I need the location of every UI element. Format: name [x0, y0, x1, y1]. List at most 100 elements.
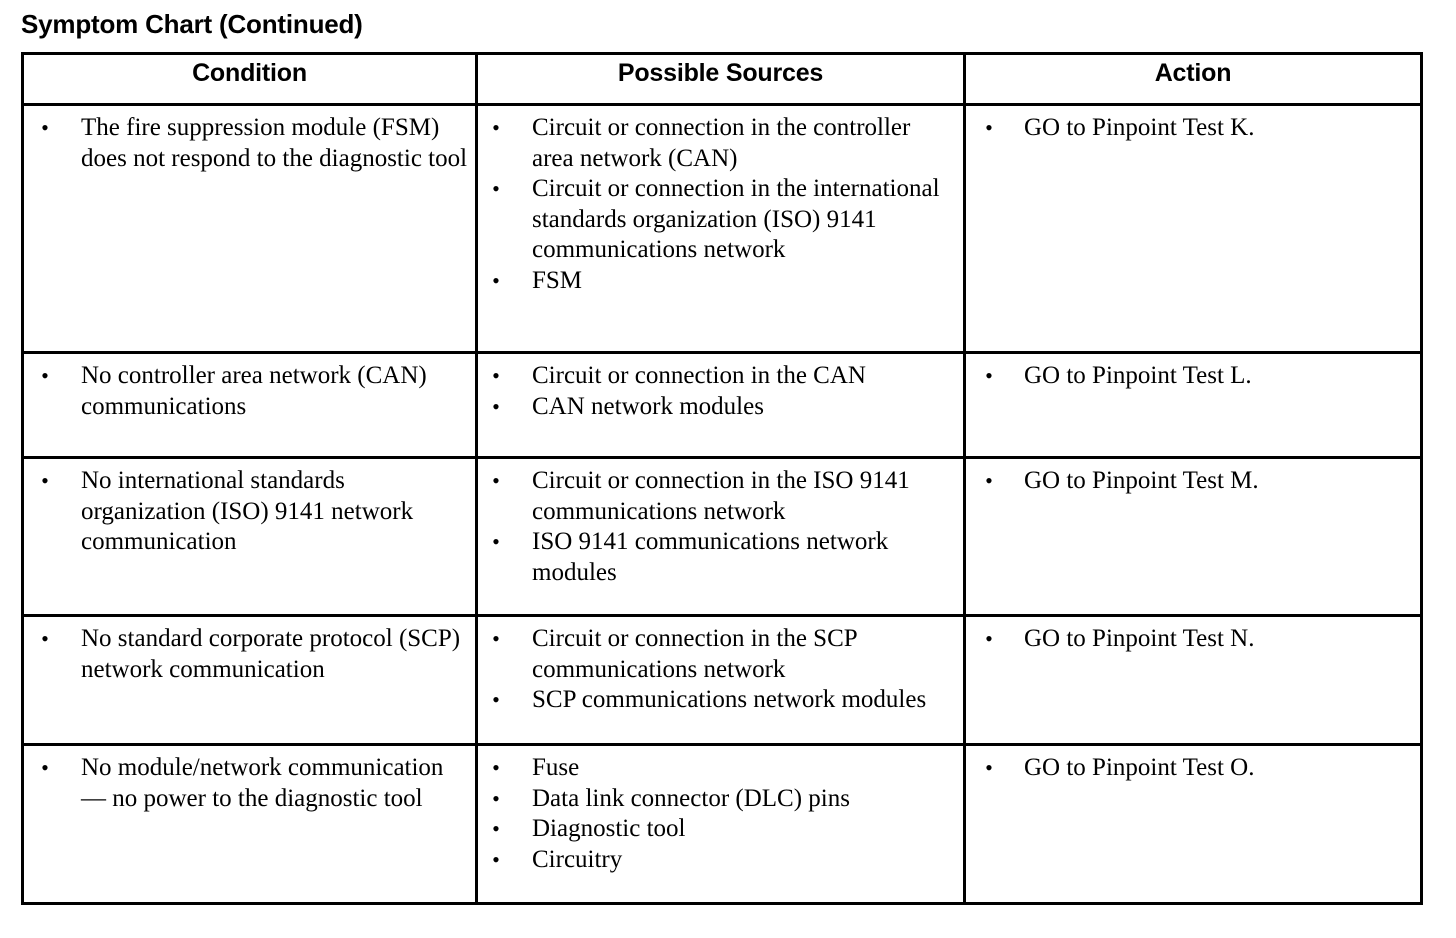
table-header: Condition Possible Sources Action	[21, 52, 1423, 106]
list-item: • GO to Pinpoint Test M.	[966, 466, 1414, 497]
cell-possible-sources: •Fuse•Data link connector (DLC) pins•Dia…	[475, 743, 966, 905]
list-item: • Diagnostic tool	[478, 814, 957, 845]
list-item: • Circuitry	[478, 845, 957, 876]
bullet-icon: •	[492, 393, 500, 419]
bullet-icon: •	[492, 468, 500, 493]
action-list: •GO to Pinpoint Test K.	[966, 106, 1420, 154]
list-item-text: FSM	[532, 266, 583, 294]
list-item-text: GO to Pinpoint Test N.	[1024, 625, 1255, 652]
bullet-icon: •	[41, 115, 49, 140]
bullet-icon: •	[985, 626, 993, 651]
list-item-text: No international standards organization …	[81, 467, 414, 555]
list-item: • Circuit or connection in the ISO 9141 c…	[478, 466, 957, 527]
table-row: • No module/network communication — no po…	[21, 743, 1423, 905]
cell-possible-sources: • Circuit or connection in the ISO 9141 c…	[475, 456, 966, 617]
possible-sources-list: • Circuit or connection in the SCP commun…	[478, 617, 963, 726]
list-item: • Circuit or connection in the SCP commun…	[478, 624, 957, 685]
list-item-text: GO to Pinpoint Test O.	[1024, 754, 1255, 781]
list-item-text: Data link connector (DLC) pins	[532, 784, 850, 812]
list-item: •GO to Pinpoint Test K.	[966, 113, 1414, 144]
list-item-text: Circuitry	[532, 845, 623, 873]
cell-condition: • No international standards organization…	[21, 456, 478, 617]
list-item-text: ISO 9141 communications network modules	[532, 528, 889, 586]
cell-condition: • No controller area network (CAN) commun…	[21, 351, 478, 459]
list-item: • GO to Pinpoint Test L.	[966, 361, 1414, 392]
bullet-icon: •	[985, 115, 993, 140]
possible-sources-list: • Circuit or connection in the controller…	[478, 106, 963, 306]
table-body: • The fire suppression module (FSM) does …	[21, 103, 1423, 905]
action-list: • GO to Pinpoint Test M.	[966, 459, 1420, 507]
list-item-text: No controller area network (CAN) communi…	[81, 362, 427, 420]
list-item: • The fire suppression module (FSM) does …	[24, 113, 469, 174]
list-item: •Circuit or connection in the CAN	[478, 361, 957, 392]
list-item: • Fuse	[478, 753, 957, 784]
bullet-icon: •	[492, 846, 500, 872]
list-item: • ISO 9141 communications network modules	[478, 527, 957, 588]
table-row: • No standard corporate protocol (SCP) ne…	[21, 614, 1423, 746]
action-list: •GO to Pinpoint Test O.	[966, 746, 1420, 794]
bullet-icon: •	[492, 115, 500, 140]
list-item-text: CAN network modules	[532, 392, 764, 420]
table-header-row: Condition Possible Sources Action	[21, 52, 1423, 106]
bullet-icon: •	[492, 755, 500, 780]
list-item-text: GO to Pinpoint Test L.	[1024, 362, 1252, 389]
list-item: • No standard corporate protocol (SCP) ne…	[24, 624, 469, 685]
list-item-text: Circuit or connection in the internation…	[532, 175, 940, 263]
cell-action: • GO to Pinpoint Test M.	[963, 456, 1423, 617]
cell-action: •GO to Pinpoint Test O.	[963, 743, 1423, 905]
list-item: •GO to Pinpoint Test O.	[966, 753, 1414, 784]
bullet-icon: •	[985, 468, 993, 493]
list-item-text: Circuit or connection in the controller …	[532, 114, 911, 172]
table-row: • The fire suppression module (FSM) does …	[21, 103, 1423, 354]
table-row: • No controller area network (CAN) commun…	[21, 351, 1423, 459]
bullet-icon: •	[41, 363, 49, 388]
cell-action: •GO to Pinpoint Test K.	[963, 103, 1423, 354]
column-header-action: Action	[963, 52, 1423, 106]
bullet-icon: •	[41, 755, 49, 780]
list-item-text: GO to Pinpoint Test M.	[1024, 467, 1259, 494]
cell-action: • GO to Pinpoint Test L.	[963, 351, 1423, 459]
list-item-text: SCP communications network modules	[532, 686, 927, 713]
possible-sources-list: •Circuit or connection in the CAN• CAN ne…	[478, 354, 963, 432]
list-item: • Circuit or connection in the internatio…	[478, 174, 957, 266]
list-item-text: Circuit or connection in the SCP communi…	[532, 625, 857, 683]
column-header-possible-sources: Possible Sources	[475, 52, 966, 106]
list-item-text: The fire suppression module (FSM) does n…	[81, 114, 468, 172]
action-list: • GO to Pinpoint Test L.	[966, 354, 1420, 402]
bullet-icon: •	[985, 363, 993, 388]
list-item-text: Circuit or connection in the CAN	[532, 362, 866, 389]
list-item: • Circuit or connection in the controller…	[478, 113, 957, 174]
list-item: •Data link connector (DLC) pins	[478, 784, 957, 815]
list-item-text: No standard corporate protocol (SCP) net…	[81, 625, 461, 683]
condition-list: • No controller area network (CAN) commun…	[24, 354, 475, 432]
cell-condition: • No module/network communication — no po…	[21, 743, 478, 905]
list-item-text: No module/network communication — no pow…	[81, 754, 444, 812]
list-item-text: Fuse	[532, 754, 580, 781]
cell-possible-sources: •Circuit or connection in the CAN• CAN ne…	[475, 351, 966, 459]
bullet-icon: •	[492, 816, 500, 841]
bullet-icon: •	[41, 626, 49, 651]
symptom-chart-table: Condition Possible Sources Action • The f…	[21, 52, 1423, 905]
possible-sources-list: •Fuse•Data link connector (DLC) pins•Dia…	[478, 746, 963, 885]
cell-possible-sources: • Circuit or connection in the SCP commun…	[475, 614, 966, 746]
column-header-condition: Condition	[21, 52, 478, 106]
bullet-icon: •	[492, 626, 500, 651]
bullet-icon: •	[492, 176, 500, 201]
bullet-icon: •	[41, 468, 49, 493]
cell-action: • GO to Pinpoint Test N.	[963, 614, 1423, 746]
table-row: • No international standards organization…	[21, 456, 1423, 617]
list-item-text: Circuit or connection in the ISO 9141 co…	[532, 467, 910, 525]
list-item: • GO to Pinpoint Test N.	[966, 624, 1414, 655]
list-item: • CAN network modules	[478, 392, 957, 423]
bullet-icon: •	[492, 267, 500, 293]
bullet-icon: •	[492, 529, 500, 554]
list-item-text: Diagnostic tool	[532, 815, 686, 842]
cell-condition: • No standard corporate protocol (SCP) ne…	[21, 614, 478, 746]
page-title: Symptom Chart (Continued)	[21, 9, 363, 39]
condition-list: • No international standards organization…	[24, 459, 475, 568]
list-item: •SCP communications network modules	[478, 685, 957, 716]
list-item: • No controller area network (CAN) commun…	[24, 361, 469, 422]
cell-condition: • The fire suppression module (FSM) does …	[21, 103, 478, 354]
condition-list: • The fire suppression module (FSM) does …	[24, 106, 475, 184]
